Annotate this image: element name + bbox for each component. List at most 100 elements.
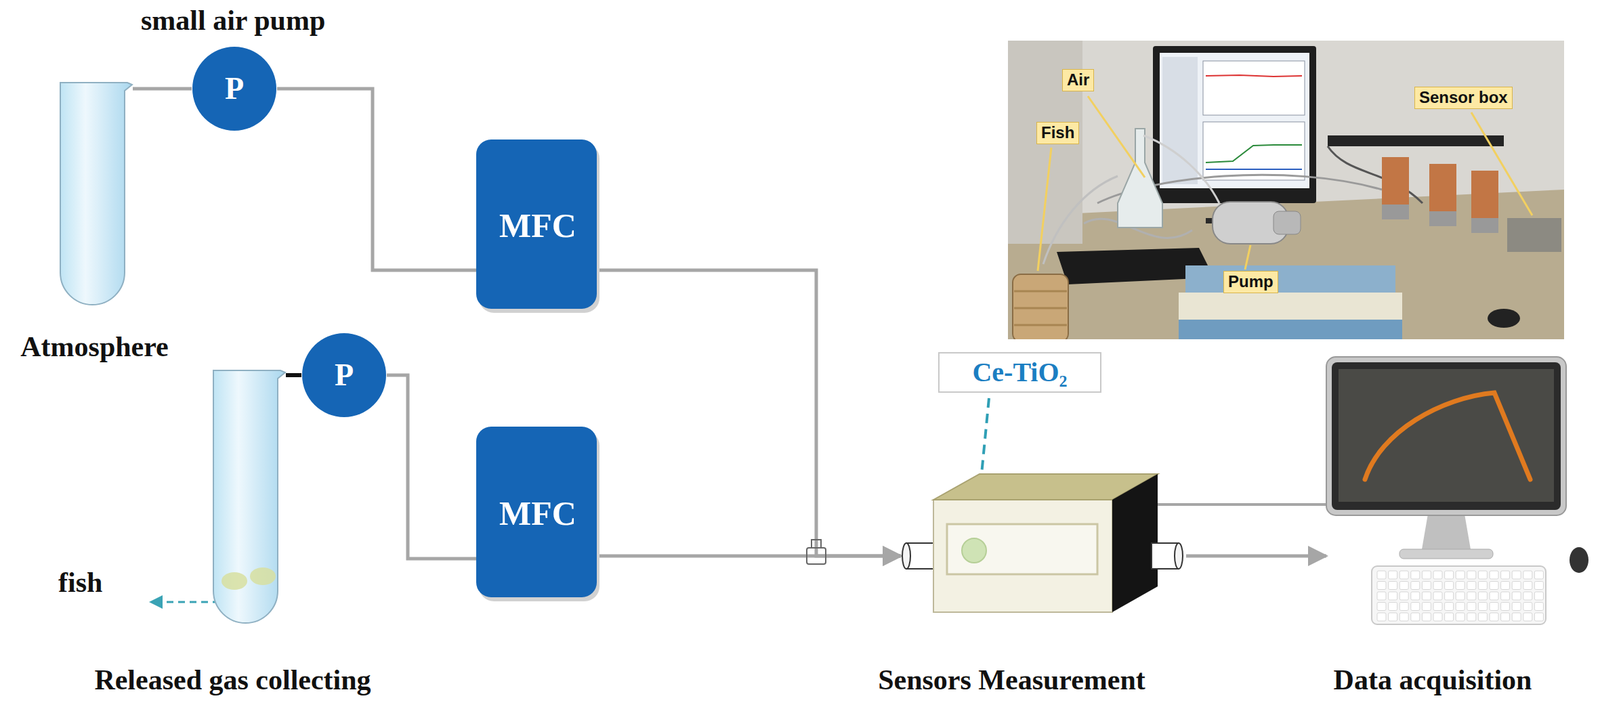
mfc-box: MFC [476,426,600,602]
keyboard-key [1399,602,1409,612]
keyboard-key [1388,613,1398,622]
keyboard-key [1478,602,1487,612]
computer-outline [1326,356,1567,627]
box-window [946,524,1098,575]
keyboard-key [1467,613,1477,622]
gas-line [599,270,901,557]
keyboard-key [1511,581,1521,591]
keyboard-key [1467,592,1477,601]
keyboard-key [1534,571,1544,580]
keyboard-key [1399,613,1409,622]
keyboard-key [1421,613,1431,622]
pump-head [1273,211,1301,235]
gas-line [285,373,302,378]
gas-line [1186,554,1327,559]
keyboard-key [1455,613,1465,622]
flowmeter-base [1429,211,1457,227]
keyboard-key [1467,581,1477,591]
photo-sensor-box [1507,218,1562,252]
book [1185,265,1396,293]
keyboard-key [1377,581,1386,591]
keyboard-key [1444,592,1454,601]
photo-wall [1007,40,1565,340]
keyboard-key [1523,571,1533,580]
fish-jar [1012,274,1069,340]
keyboard-key [1388,602,1398,612]
mfc-text: MFC [499,206,577,246]
photo-screen [1159,52,1310,189]
jar-stripe [1014,290,1067,293]
keyboard-key [1467,571,1477,580]
keyboard-key [1501,602,1510,612]
test-tube-outline [209,369,286,625]
keyboard-key [1478,581,1487,591]
keyboard-key [1501,613,1510,622]
material-name: Ce-TiO₂ [972,356,1067,389]
leader-line [1037,147,1052,271]
caption-text: Sensors Measurement [877,663,1146,697]
monitor-frame [1326,356,1567,516]
mouse [1569,547,1589,574]
pump-letter: P [224,71,244,108]
mfc-text: MFC [499,494,577,534]
keyboard-key [1478,613,1487,622]
inlet-pipe-end [902,543,911,570]
keyboard-key [1433,602,1443,612]
fish-leader [150,601,220,604]
keyboard-key [1501,571,1510,580]
keyboard-key [1388,571,1398,580]
monitor-bezel [1331,362,1561,511]
flowmeter [1429,163,1457,212]
keyboard-key [1433,613,1443,622]
keyboard-key [1421,571,1431,580]
photo-monitor [1152,46,1317,204]
keyboard-key [1534,602,1544,612]
keyboard-key [1388,592,1398,601]
mfc-body [476,139,597,309]
keyboard-key [1501,592,1510,601]
sensor-box-outline [933,474,1158,613]
keyboard-key [1455,602,1465,612]
keyboard-key [1489,581,1499,591]
screen-panel [1162,56,1198,185]
pump-letter: P [334,357,354,394]
keyboard-key [1433,592,1443,601]
keyboard-key [1511,602,1521,612]
test-tube: Atmosphere [56,81,133,307]
keyboard-key [1421,581,1431,591]
outlet-pipe-end [1174,543,1183,570]
book [1178,319,1403,340]
keyboard-key [1489,571,1499,580]
callout-frame [938,352,1101,393]
chart-line [1205,75,1302,77]
keyboard-key [1534,613,1544,622]
pump-circle: P [301,332,387,418]
keyboard-key [1511,571,1521,580]
gas-line [277,88,477,271]
air-flask [1117,128,1163,228]
monitor-base [1399,549,1493,559]
jar-stripe [1014,307,1067,310]
keyboard-key [1377,602,1386,612]
keyboard-key [1501,581,1510,591]
flowmeter-base [1471,218,1499,234]
response-curve [1364,392,1531,480]
keyboard-key [1534,581,1544,591]
keyboard-key [1489,613,1499,622]
keyboard-key [1399,581,1409,591]
keyboard-key [1455,571,1465,580]
keyboard-key [1411,581,1420,591]
photo-label: Air [1062,69,1094,92]
keyboard-key [1489,592,1499,601]
keyboard-key [1388,581,1398,591]
flowmeter [1381,157,1409,205]
part-label: small air pump [140,4,326,37]
tubing [1043,176,1118,265]
chart-line [1205,144,1302,163]
test-tube-glass [60,82,133,305]
monitor-screen [1338,369,1554,502]
keyboard-key [1399,571,1409,580]
keyboard-key [1377,571,1386,580]
